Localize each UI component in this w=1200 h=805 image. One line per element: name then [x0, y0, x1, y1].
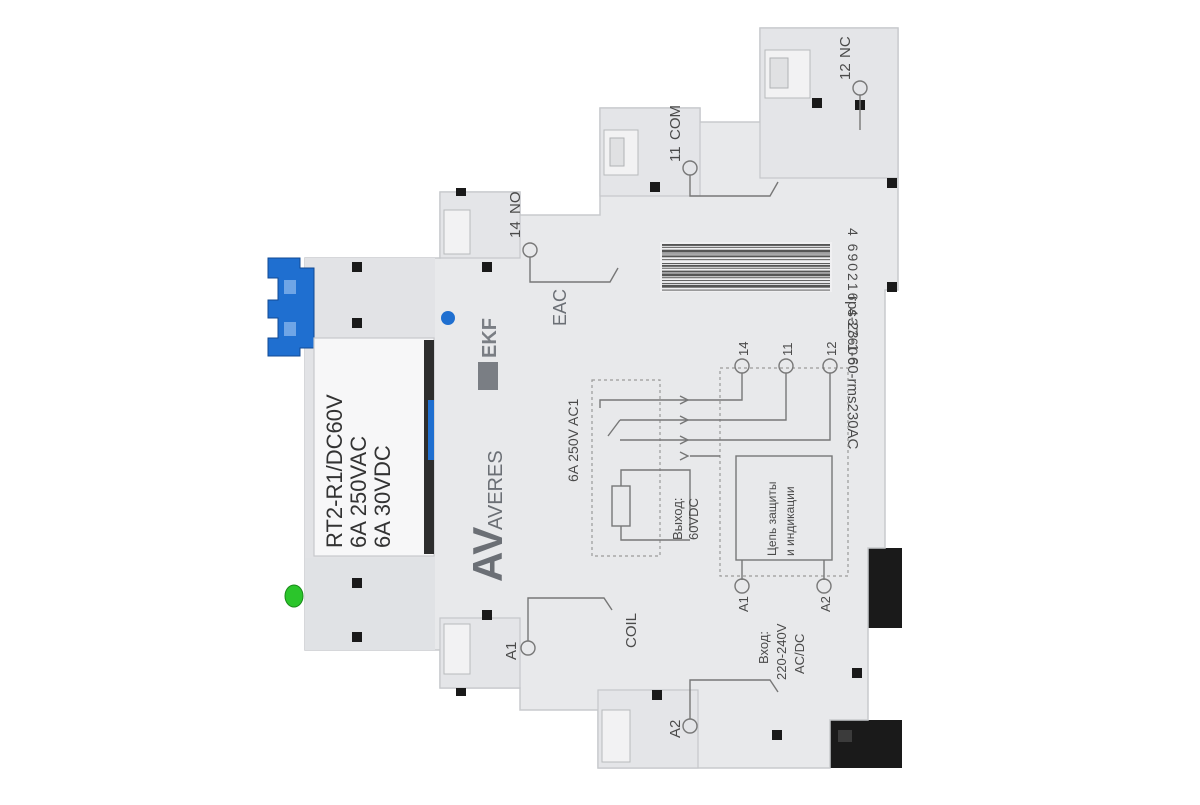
terminal-12-label: 12 [837, 63, 854, 80]
input-voltage: 220-240V [774, 623, 789, 680]
barcode-bar [662, 246, 830, 248]
relay-label-line1: RT2-R1/DC60V [322, 394, 347, 548]
averes-name: AVERES [485, 450, 507, 530]
model-number: rps-23-1-60-rms230AC [844, 296, 861, 450]
averes-logo-mark: AV [464, 527, 511, 582]
eac-mark: EAC [550, 289, 570, 326]
output-voltage: 60VDC [686, 498, 701, 540]
barcode-bar [662, 267, 830, 269]
indicator-led [284, 584, 304, 608]
barcode-digits: 4 690216 437606 [845, 228, 861, 367]
protection-text-1: Цепь защиты [765, 481, 779, 556]
housing [304, 27, 902, 769]
barcode-bar [662, 263, 830, 264]
relay-label: RT2-R1/DC60V 6A 250VAC 6A 30VDC [322, 394, 395, 548]
input-type: AC/DC [792, 634, 807, 674]
coil-label: COIL [623, 613, 640, 648]
barcode-number: 4 690216 437606 [845, 228, 861, 367]
schematic-a2 [816, 578, 832, 594]
relay-label-line2: 6A 250VAC [346, 436, 371, 548]
protection-circuit-box [735, 455, 833, 561]
status-dot [441, 311, 455, 325]
terminal-nc-label: NC [837, 36, 854, 58]
schematic-pin-11-label: 11 [780, 343, 795, 357]
input-label: Вход: [756, 631, 771, 664]
terminal-14-label: 14 [507, 221, 524, 238]
protection-text-2: и индикации [783, 486, 797, 556]
barcode-bar [662, 249, 830, 253]
terminal-no-label: NO [507, 192, 524, 215]
model-text: rps-23-1-60-rms230AC [844, 296, 861, 450]
relay-label-line3: 6A 30VDC [370, 445, 395, 548]
branding: AV AVERES EKF EAC [464, 289, 570, 582]
ekf-logo-icon [478, 362, 498, 390]
terminal-com-label: COM [667, 105, 684, 140]
schematic-a2-label: A2 [818, 596, 833, 612]
terminal-markings: 14 NO 11 COM 12 NC A1 COIL A2 [503, 36, 868, 738]
barcode-bar [662, 280, 830, 282]
barcode-bar [662, 259, 830, 261]
barcode-bar [662, 264, 830, 267]
barcode-bar [662, 277, 830, 279]
terminal-a2-label: A2 [667, 720, 684, 738]
wiring-schematic: 6A 250V AC1 14 11 12 Выход: 60VDC [565, 342, 849, 680]
barcode-bar [662, 273, 830, 277]
relay-release-lever[interactable] [267, 257, 315, 357]
relay-cartridge [313, 337, 435, 557]
schematic-a1-label: A1 [736, 596, 751, 612]
din-clip-bottom [830, 720, 902, 768]
terminal-11-label: 11 [667, 146, 684, 162]
schematic-pin-12-label: 12 [824, 342, 839, 356]
contact-rating: 6A 250V AC1 [565, 398, 581, 482]
output-label: Выход: [670, 497, 685, 540]
barcode-bar [662, 282, 830, 284]
barcode [660, 242, 832, 292]
barcode-bar [662, 253, 830, 255]
barcode-bar [662, 244, 830, 246]
ekf-name: EKF [479, 318, 501, 358]
din-clip-top [868, 548, 902, 628]
terminal-a1-label: A1 [503, 642, 520, 660]
barcode-bar [662, 284, 830, 288]
barcode-bar [662, 289, 830, 291]
barcode-bar [662, 270, 830, 273]
schematic-pin-14-label: 14 [736, 342, 751, 356]
schematic-a1 [734, 578, 750, 594]
barcode-bar [662, 255, 830, 258]
